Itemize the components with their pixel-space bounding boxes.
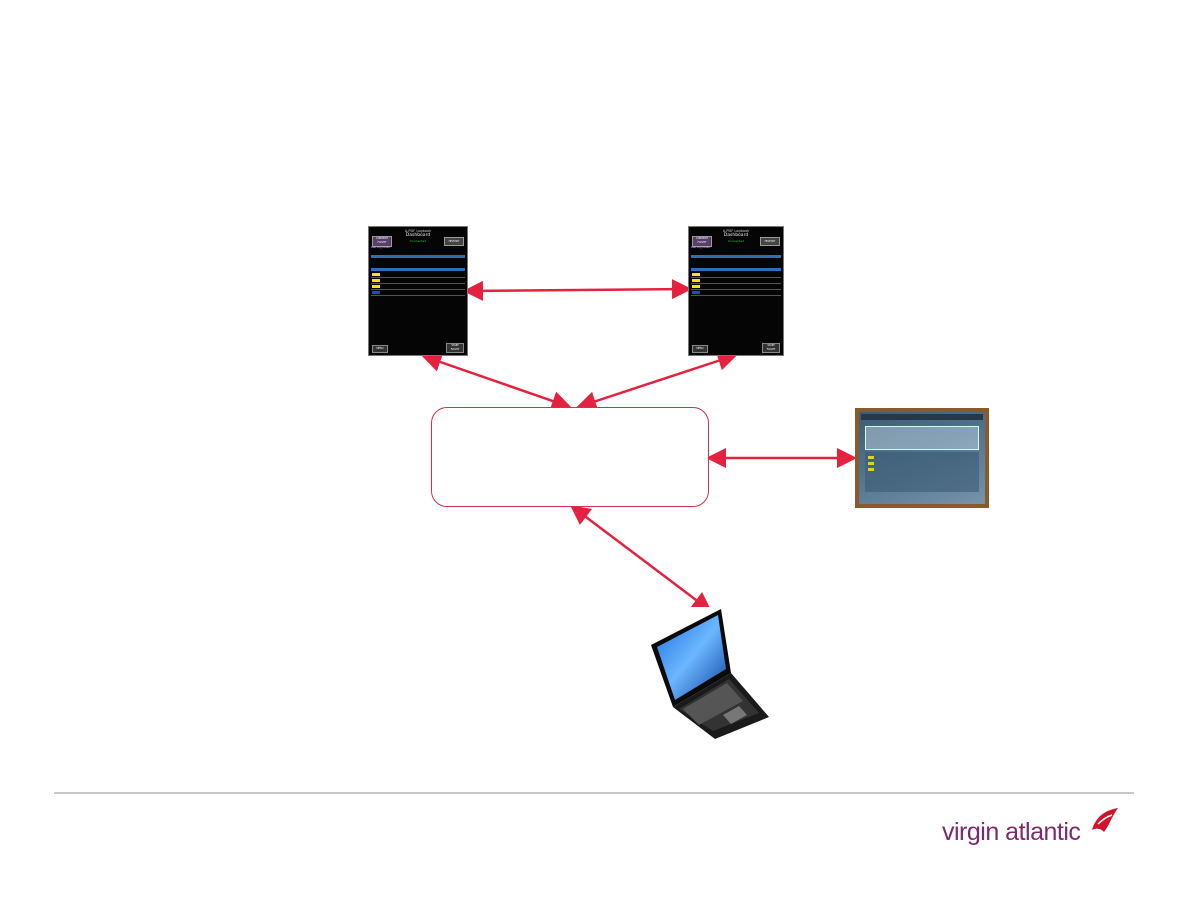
status-tag (692, 273, 700, 276)
logo-text: virgin atlantic (942, 818, 1081, 846)
status-tag (692, 279, 700, 282)
terminal-toolbar (861, 414, 983, 420)
arrow-efb-right-to-server (576, 351, 738, 411)
efb-table-header (371, 255, 465, 258)
efb-history-button: HISTORY (760, 237, 780, 246)
efb-menu-button: MENU (372, 345, 388, 353)
efb-history-button: HISTORY (444, 237, 464, 246)
status-tag (868, 468, 874, 471)
status-tag (692, 285, 700, 288)
efb-table-header (371, 268, 465, 271)
terminal-message-panel (865, 426, 979, 450)
terminal-screen (859, 412, 985, 504)
efb-table-header (691, 255, 781, 258)
terminal-defect-list (865, 452, 979, 492)
efb-current-flight-button: CURRENT FLIGHT (372, 236, 392, 247)
efb-start-flight-button: START FLIGHT (446, 343, 464, 353)
virgin-flag-icon (1092, 808, 1118, 832)
efb-section-title: Last Log Defect (371, 246, 391, 249)
efb-start-flight-button: START FLIGHT (762, 343, 780, 353)
efb-right-screenshot: A-PDF Logbook Dashboard Connected CURREN… (688, 226, 784, 356)
status-tag (868, 456, 874, 459)
laptop-image (643, 607, 775, 741)
status-tag (692, 291, 700, 294)
efb-status: Connected (409, 239, 427, 243)
arrow-efb-left-to-server (421, 352, 572, 411)
virgin-atlantic-logo: virgin atlantic (942, 818, 1081, 847)
efb-defect-row (371, 284, 465, 290)
footer-divider (54, 792, 1134, 794)
status-tag (372, 291, 380, 294)
status-tag (372, 285, 380, 288)
efb-left-screenshot: A-PDF Logbook Dashboard Connected CURREN… (368, 226, 468, 356)
central-server-box (431, 407, 709, 507)
efb-defect-row (691, 284, 781, 290)
efb-header-title: Dashboard (405, 233, 431, 238)
efb-defect-row (691, 278, 781, 284)
laptop-icon (651, 609, 769, 739)
efb-defect-row (691, 290, 781, 296)
arrow-server-to-laptop (570, 504, 712, 613)
efb-current-flight-button: CURRENT FLIGHT (692, 236, 712, 247)
status-tag (868, 462, 874, 465)
efb-defect-row (371, 290, 465, 296)
efb-menu-button: MENU (692, 345, 708, 353)
efb-header-app: A-PDF Logbook (404, 229, 432, 233)
efb-header-app: A-PDF Logbook (722, 229, 750, 233)
efb-defect-row (371, 272, 465, 278)
arrow-efb-left-to-efb-right (463, 279, 692, 301)
efb-table-header (691, 268, 781, 271)
efb-header-title: Dashboard (723, 233, 749, 238)
efb-section-title: Last Log Defect (691, 246, 711, 249)
terminal-photo (855, 408, 989, 508)
status-tag (372, 273, 380, 276)
status-tag (372, 279, 380, 282)
efb-defect-row (371, 278, 465, 284)
efb-defect-row (691, 272, 781, 278)
efb-status: Connected (727, 239, 745, 243)
